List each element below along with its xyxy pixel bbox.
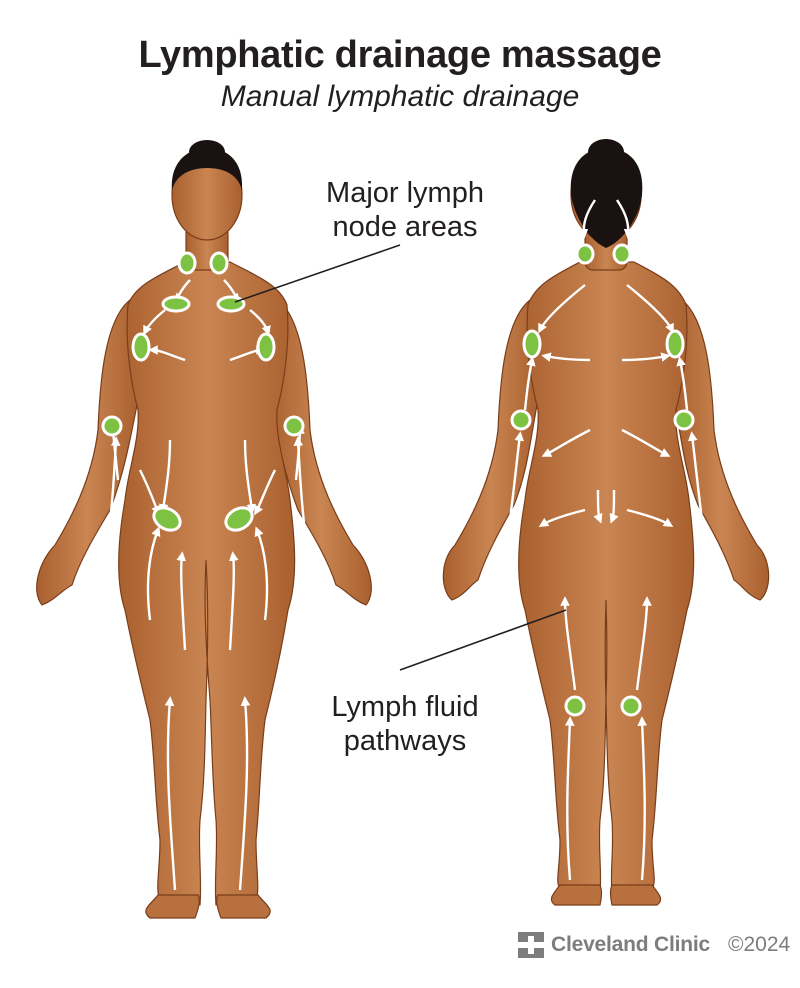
node-back-elbow-right: [673, 409, 695, 431]
front-right-arm: [269, 298, 372, 606]
front-lymph-nodes: [101, 251, 305, 532]
node-front-groin-right: [224, 506, 254, 532]
callout-lymph-fluid-pathways: Lymph fluid pathways: [300, 690, 510, 758]
back-right-arm: [673, 298, 770, 601]
front-figure: [36, 149, 372, 906]
node-front-elbow-left: [101, 415, 123, 437]
node-back-neck-right: [612, 243, 632, 265]
callout-pathways-line1: Lymph fluid: [331, 691, 479, 723]
leader-line-nodes: [234, 244, 401, 303]
back-left-arm: [442, 298, 539, 601]
page-title: Lymphatic drainage massage: [138, 34, 662, 76]
node-back-armpit-left: [522, 329, 542, 359]
node-front-collarbone-left: [161, 295, 191, 313]
front-feet: [145, 894, 271, 919]
node-front-neck-left: [177, 251, 197, 275]
callout-nodes-line2: node areas: [332, 211, 478, 243]
back-hair: [570, 139, 643, 248]
node-back-knee-right: [620, 695, 642, 717]
brand-name: Cleveland Clinic: [551, 933, 711, 956]
back-figure: [442, 149, 770, 896]
node-front-groin-left: [152, 506, 182, 532]
node-front-elbow-right: [283, 415, 305, 437]
node-back-knee-left: [564, 695, 586, 717]
node-back-elbow-left: [510, 409, 532, 431]
node-front-armpit-left: [131, 332, 151, 362]
page-subtitle: Manual lymphatic drainage: [220, 80, 580, 113]
node-back-armpit-right: [665, 329, 685, 359]
node-front-collarbone-right: [216, 295, 246, 313]
copyright: ©2024: [728, 933, 791, 956]
node-back-neck-left: [575, 243, 595, 265]
footer: Cleveland Clinic ©2024: [518, 930, 790, 960]
node-front-neck-right: [209, 251, 229, 275]
callout-major-lymph-node-areas: Major lymph node areas: [300, 176, 510, 244]
back-lymph-nodes: [510, 243, 695, 717]
back-lymph-fluid-pathways: [508, 199, 704, 881]
leader-line-pathways: [399, 609, 567, 671]
node-front-armpit-right: [256, 332, 276, 362]
back-feet: [550, 884, 662, 906]
callout-pathways-line2: pathways: [343, 725, 467, 757]
cleveland-clinic-logo-icon: [518, 932, 544, 958]
front-torso: [117, 261, 296, 906]
back-torso: [517, 261, 695, 896]
front-hair: [171, 140, 243, 190]
callout-nodes-line1: Major lymph: [326, 177, 484, 209]
